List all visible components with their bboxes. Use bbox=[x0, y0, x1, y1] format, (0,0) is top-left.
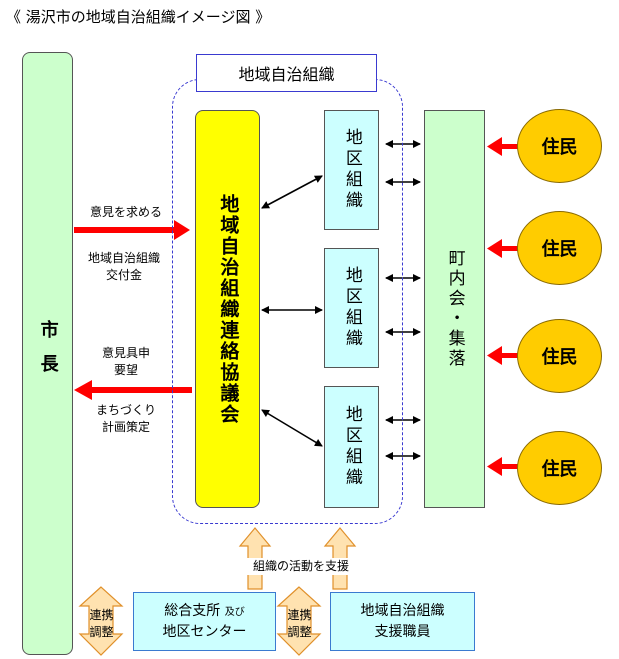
district-box-3: 地区組織 bbox=[324, 386, 379, 508]
coordination-line2: 調整 bbox=[89, 625, 114, 640]
chokai-box: 町内会・集落 bbox=[424, 110, 485, 508]
resident-circle-4: 住民 bbox=[517, 431, 602, 505]
district-label: 地区組織 bbox=[341, 405, 362, 489]
coordination-line2: 調整 bbox=[287, 625, 312, 640]
support-center-and: 及び bbox=[224, 607, 245, 619]
label-opinion-line2: 要望 bbox=[113, 363, 138, 378]
label-plan-line2: 計画策定 bbox=[101, 420, 150, 435]
regional-org-title: 地域自治組織 bbox=[196, 54, 377, 92]
red-arrow-to-council bbox=[74, 220, 190, 240]
coordination-line1: 連携 bbox=[89, 608, 114, 622]
label-support-activity: 組織の活動を支援 bbox=[242, 558, 360, 576]
label-opinion-line1: 意見具申 bbox=[101, 346, 150, 360]
label-plan-line1: まちづくり bbox=[95, 403, 156, 417]
coordination-arrow-2: 連携 調整 bbox=[278, 589, 321, 652]
mayor-label: 市長 bbox=[37, 319, 59, 388]
resident-circle-2: 住民 bbox=[517, 211, 602, 285]
coordination-arrow-1: 連携 調整 bbox=[80, 589, 123, 652]
district-box-1: 地区組織 bbox=[324, 110, 379, 230]
mayor-box: 市長 bbox=[22, 52, 73, 655]
link-council-district-1 bbox=[261, 175, 323, 209]
support-center-line2: 地区センター bbox=[162, 623, 247, 640]
council-label: 地域自治組織連絡協議会 bbox=[217, 193, 240, 425]
label-request-opinion: 意見を求める bbox=[89, 205, 162, 219]
support-center-name: 総合支所 bbox=[164, 603, 221, 620]
resident-circle-3: 住民 bbox=[517, 319, 602, 393]
label-grant: 地域自治組織 交付金 bbox=[78, 250, 170, 285]
support-center-box: 総合支所 及び 地区センター bbox=[133, 592, 276, 651]
page-title: 《 湯沢市の地域自治組織イメージ図 》 bbox=[6, 8, 271, 26]
support-staff-line2: 支援職員 bbox=[374, 623, 431, 640]
red-arrow-to-mayor bbox=[74, 380, 192, 400]
district-chokai-links bbox=[385, 140, 421, 460]
label-plan: まちづくり 計画策定 bbox=[84, 402, 168, 437]
coordination-arrow-shapes bbox=[78, 586, 322, 656]
label-grant-line1: 地域自治組織 bbox=[87, 251, 160, 265]
link-council-district-3 bbox=[261, 409, 323, 447]
district-box-2: 地区組織 bbox=[324, 248, 379, 368]
support-staff-box: 地域自治組織 支援職員 bbox=[330, 592, 475, 651]
coordination-line1: 連携 bbox=[287, 608, 312, 622]
label-opinion: 意見具申 要望 bbox=[86, 345, 166, 380]
label-grant-line2: 交付金 bbox=[105, 268, 142, 283]
support-staff-line1: 地域自治組織 bbox=[360, 603, 445, 620]
chokai-label: 町内会・集落 bbox=[444, 249, 465, 369]
resident-arrows bbox=[487, 137, 518, 476]
council-box: 地域自治組織連絡協議会 bbox=[195, 110, 260, 508]
resident-circle-1: 住民 bbox=[517, 109, 602, 183]
district-label: 地区組織 bbox=[341, 128, 362, 212]
district-label: 地区組織 bbox=[341, 266, 362, 350]
support-center-line1: 総合支所 及び bbox=[164, 601, 244, 621]
